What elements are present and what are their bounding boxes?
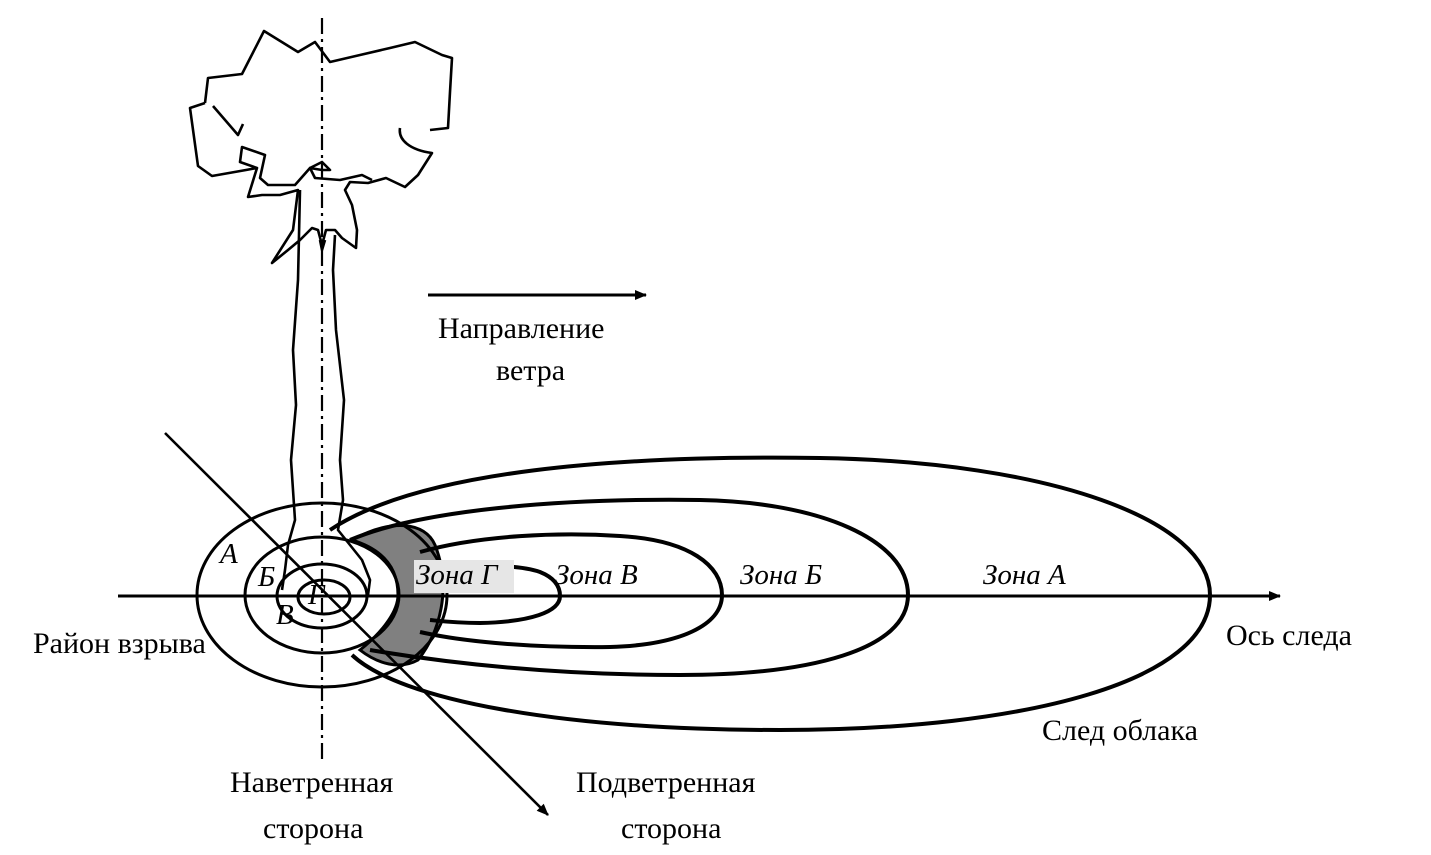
windward-side-label-2: сторона bbox=[263, 812, 363, 845]
trace-axis-label: Ось следа bbox=[1226, 619, 1352, 652]
diagonal-arrow bbox=[164, 432, 549, 816]
wind-direction-label-1: Направление bbox=[438, 312, 604, 345]
trace-ellipse-a bbox=[328, 455, 1213, 733]
zone-g-label: Зона Г bbox=[416, 559, 499, 591]
windward-side-label-1: Наветренная bbox=[230, 766, 394, 799]
zone-v-label: Зона В bbox=[555, 559, 638, 591]
zone-a-label: Зона А bbox=[983, 559, 1066, 591]
ring-letter-v: В bbox=[276, 599, 294, 631]
ring-letter-a: А bbox=[218, 538, 238, 570]
wind-direction-label-2: ветра bbox=[496, 354, 565, 387]
cloud-trace-label: След облака bbox=[1042, 714, 1198, 747]
leeward-side-label-1: Подветренная bbox=[576, 766, 756, 799]
mushroom-cloud bbox=[188, 29, 454, 596]
zone-g-backdrop bbox=[414, 560, 514, 593]
ring-letter-g: Г bbox=[307, 579, 326, 611]
explosion-area-label: Район взрыва bbox=[33, 627, 206, 660]
zone-b-label: Зона Б bbox=[740, 559, 822, 591]
ring-letter-b: Б bbox=[257, 561, 275, 593]
leeward-side-label-2: сторона bbox=[621, 812, 721, 845]
